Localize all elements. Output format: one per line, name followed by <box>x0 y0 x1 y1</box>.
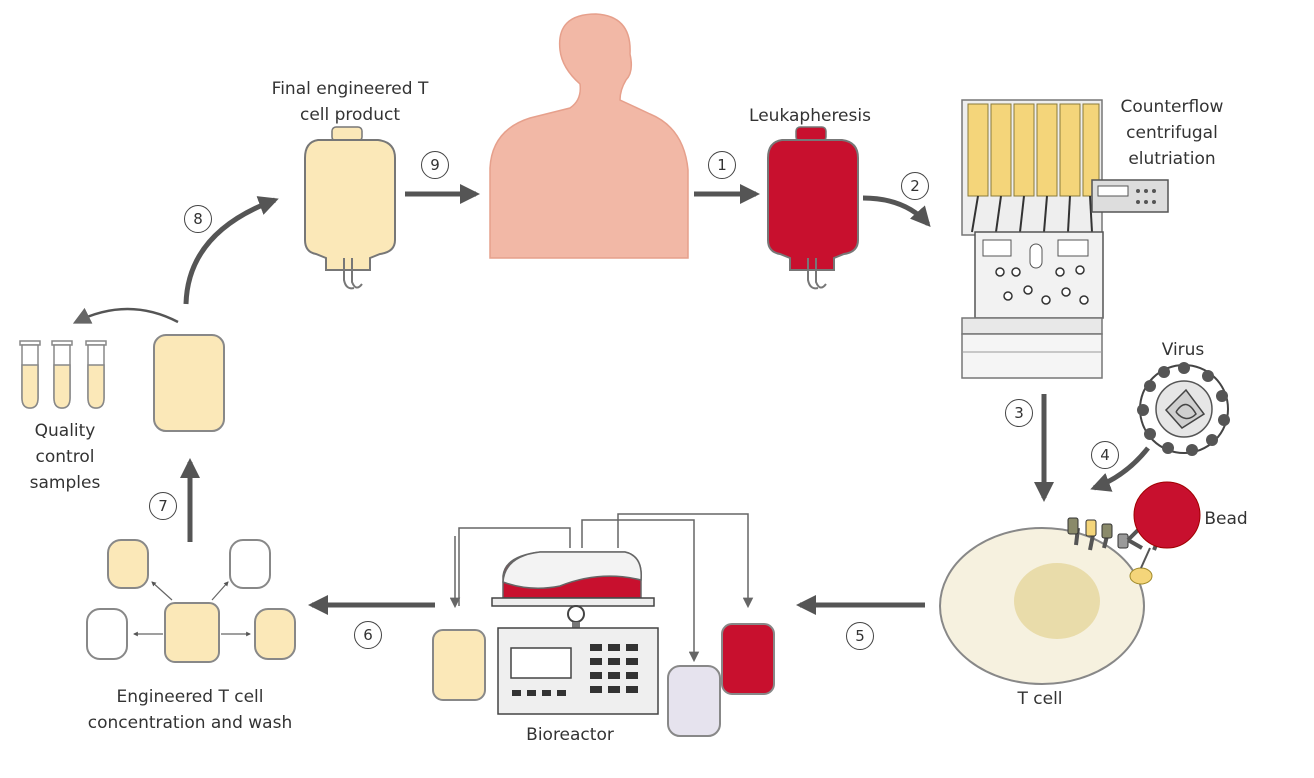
media-bag <box>721 623 775 695</box>
final-product-label: Final engineered T cell product <box>271 79 429 125</box>
concentration-wash-bags <box>86 539 296 663</box>
leukapheresis-bag <box>767 126 859 290</box>
bioreactor-label: Bioreactor <box>526 725 614 745</box>
bioreactor-machine <box>449 513 754 715</box>
tcell-label: T cell <box>1017 689 1063 709</box>
virus-particle <box>1137 362 1230 456</box>
step-9-badge: 9 <box>421 151 449 179</box>
step-8-badge: 8 <box>184 205 212 233</box>
arrow-to-qc <box>72 307 179 324</box>
arrow-step-4 <box>1090 446 1150 492</box>
step-4-badge: 4 <box>1091 441 1119 469</box>
leukapheresis-label: Leukapheresis <box>749 106 871 126</box>
t-cell <box>939 517 1172 685</box>
bead-label: Bead <box>1204 509 1248 529</box>
step-1-badge: 1 <box>708 151 736 179</box>
final-product-bag <box>304 126 396 290</box>
input-cell-bag <box>432 629 486 701</box>
quality-control-label: Quality control samples <box>29 421 101 493</box>
step-5-badge: 5 <box>846 622 874 650</box>
virus-label: Virus <box>1161 340 1205 360</box>
patient-figure <box>489 13 689 259</box>
step-2-badge: 2 <box>901 172 929 200</box>
quality-control-tubes <box>19 340 107 409</box>
step-7-badge: 7 <box>149 492 177 520</box>
step-6-badge: 6 <box>354 621 382 649</box>
elutriation-machine <box>961 99 1169 379</box>
qc-product-bag <box>153 334 225 432</box>
waste-bag <box>667 665 721 737</box>
arrow-step-8 <box>183 196 279 305</box>
magnetic-bead <box>1133 481 1201 549</box>
step-3-badge: 3 <box>1005 399 1033 427</box>
arrow-step-2 <box>862 195 931 227</box>
elutriation-label: Counterflow centrifugal elutriation <box>1120 97 1224 169</box>
concentration-label: Engineered T cell concentration and wash <box>87 687 293 733</box>
